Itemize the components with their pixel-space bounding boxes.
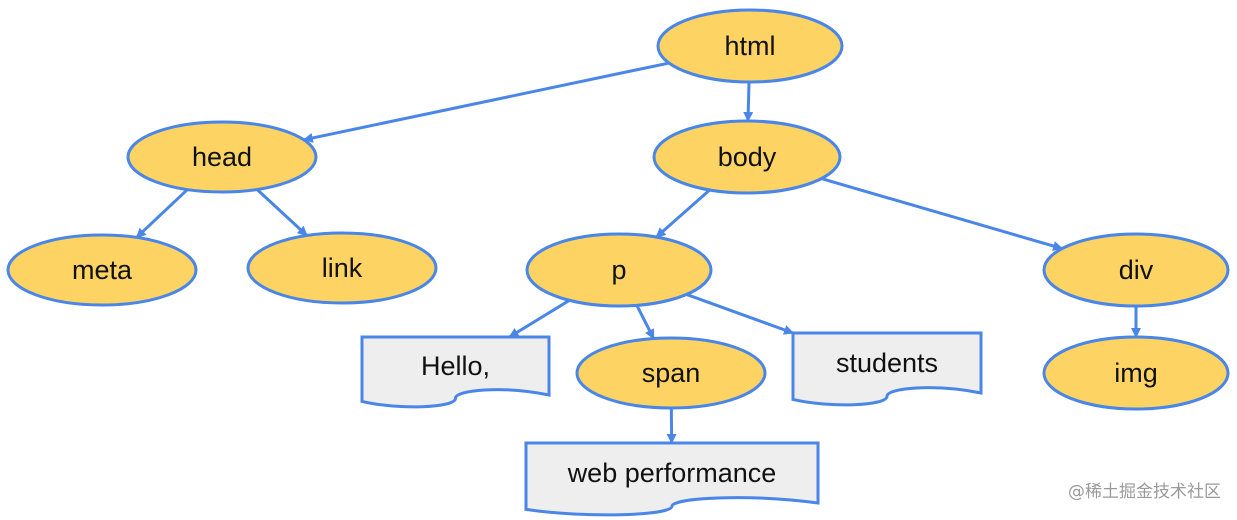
edge-html-to-head <box>302 61 670 143</box>
node-p-ellipse <box>525 232 713 308</box>
node-hello-document <box>360 335 551 409</box>
node-hello: Hello, <box>360 335 551 409</box>
node-body: body <box>652 119 842 195</box>
node-students-document <box>791 331 983 407</box>
node-html-label: html <box>724 31 775 61</box>
node-meta-ellipse <box>6 233 198 307</box>
node-head: head <box>126 120 318 194</box>
node-link-ellipse <box>246 231 438 305</box>
edge-p-to-span <box>635 304 655 340</box>
node-html-ellipse <box>656 8 844 84</box>
node-div-label: div <box>1119 255 1154 285</box>
edge-html-to-body <box>743 81 754 123</box>
node-hello-label: Hello, <box>421 351 490 381</box>
node-div: div <box>1042 232 1230 308</box>
node-span: span <box>575 336 767 410</box>
edge-p-to-hello <box>508 299 571 339</box>
edge-p-to-students <box>686 293 795 335</box>
node-meta: meta <box>6 233 198 307</box>
node-p: p <box>525 232 713 308</box>
node-p-label: p <box>611 255 626 285</box>
edge-body-to-p <box>655 188 711 239</box>
node-head-label: head <box>192 142 252 172</box>
edge-head-to-link <box>256 188 308 237</box>
node-students-label: students <box>836 348 938 378</box>
node-link-label: link <box>322 253 363 283</box>
node-webperf-document <box>524 441 820 517</box>
node-span-label: span <box>642 358 701 388</box>
node-img-label: img <box>1114 358 1158 388</box>
edge-head-to-meta <box>135 188 189 239</box>
edge-body-to-div <box>820 177 1064 251</box>
node-img-ellipse <box>1042 335 1230 411</box>
node-students: students <box>791 331 983 407</box>
node-webperf: web performance <box>524 441 820 517</box>
watermark: @稀土掘金技术社区 <box>1068 482 1221 502</box>
node-span-ellipse <box>575 336 767 410</box>
node-head-ellipse <box>126 120 318 194</box>
node-img: img <box>1042 335 1230 411</box>
node-div-ellipse <box>1042 232 1230 308</box>
node-body-ellipse <box>652 119 842 195</box>
node-html: html <box>656 8 844 84</box>
node-meta-label: meta <box>72 255 133 285</box>
node-body-label: body <box>718 142 777 172</box>
node-link: link <box>246 231 438 305</box>
node-webperf-label: web performance <box>567 458 777 488</box>
